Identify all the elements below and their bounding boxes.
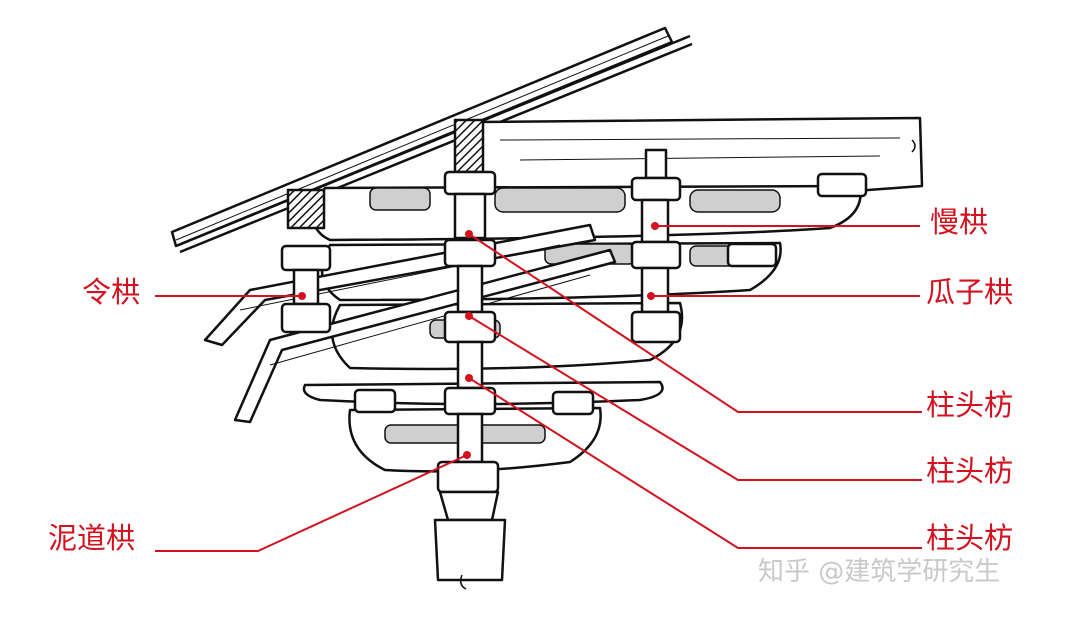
bracket-drawing	[170, 26, 924, 590]
leader-zhu-tou-fang-1	[468, 233, 922, 413]
slanted-arms	[203, 223, 617, 424]
end-block-right-top	[816, 172, 868, 198]
end-block-right-low	[551, 390, 595, 416]
end-block-right-mid	[726, 242, 778, 268]
label-ni-dao-gong: 泥道栱	[48, 521, 136, 555]
center-strut-block	[453, 118, 485, 174]
dot-zhu-tou-fang-2	[465, 312, 473, 320]
label-gua-zi-gong: 瓜子栱	[926, 275, 1014, 309]
label-ling-gong: 令栱	[82, 275, 141, 309]
left-bracket-column	[280, 244, 332, 334]
watermark: 知乎 @建筑学研究生	[758, 557, 1001, 587]
leader-zhu-tou-fang-3	[468, 377, 922, 549]
upper-beam	[478, 116, 924, 194]
dot-zhu-tou-fang-1	[465, 230, 473, 238]
label-zhu-tou-fang-2: 柱头枋	[926, 454, 1014, 488]
dot-zhu-tou-fang-3	[465, 374, 473, 382]
end-block-left-low	[353, 388, 397, 414]
dot-man-gong	[651, 222, 659, 230]
left-strut-block	[286, 188, 326, 230]
dot-ling-gong	[298, 292, 306, 300]
label-zhu-tou-fang-3: 柱头枋	[926, 521, 1014, 555]
leader-dots	[298, 222, 659, 459]
right-bracket-column	[630, 148, 682, 344]
dot-ni-dao-gong	[463, 451, 471, 459]
leader-ni-dao-gong	[155, 454, 468, 552]
dot-gua-zi-gong	[647, 292, 655, 300]
leader-lines	[155, 225, 922, 552]
leader-zhu-tou-fang-2	[468, 315, 922, 481]
label-zhu-tou-fang-1: 柱头枋	[926, 388, 1014, 422]
label-man-gong: 慢栱	[930, 205, 989, 239]
